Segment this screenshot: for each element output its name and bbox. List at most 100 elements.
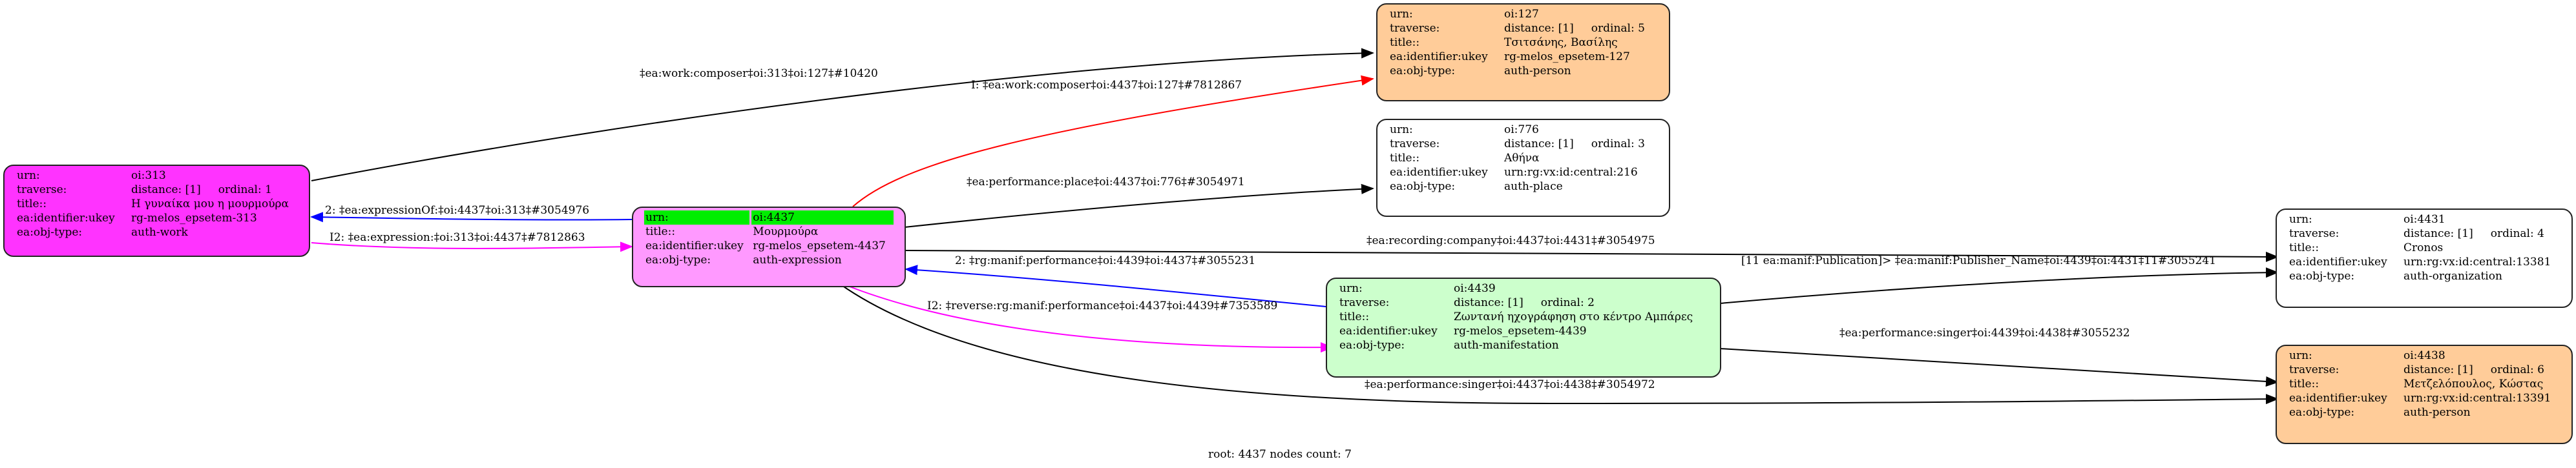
- node-value: Μετζελόπουλος, Κώστας: [2403, 378, 2544, 391]
- edge-label: I2: ‡ea:expression:‡oi:313‡oi:4437‡#7812…: [330, 231, 585, 244]
- node-value: Cronos: [2403, 241, 2444, 254]
- edge-label: ‡ea:performance:singer‡oi:4439‡oi:4438‡#…: [1839, 327, 2130, 340]
- node-key: ea:obj-type:: [1390, 65, 1456, 77]
- edge-label: I: ‡ea:work:composer‡oi:4437‡oi:127‡#781…: [971, 79, 1242, 92]
- node-oi-4438[interactable]: urn: oi:4438 traverse: distance: [1] ordin…: [2276, 345, 2573, 444]
- node-key: traverse:: [2289, 227, 2340, 240]
- node-value: rg-melos_epsetem-4437: [753, 239, 886, 252]
- node-oi-4437-root[interactable]: urn:oi:4437 title::Μουρμούρα ea:identifi…: [632, 207, 906, 287]
- node-value: rg-melos_epsetem-313: [131, 212, 257, 225]
- edge-313-to-4437[interactable]: [311, 241, 633, 252]
- node-value: oi:4439: [1454, 282, 1496, 295]
- node-key: ea:identifier:ukey: [17, 212, 115, 225]
- node-value: oi:127: [1504, 8, 1539, 21]
- node-value: Αθήνα: [1504, 152, 1540, 165]
- edge-label: [11 ea:manif:Publication]> ‡ea:manif:Pub…: [1741, 254, 2216, 267]
- node-oi-127[interactable]: urn: oi:127 traverse: distance: [1] ordina…: [1376, 3, 1670, 101]
- edge-4437-to-4439[interactable]: [839, 282, 1334, 353]
- node-key: ea:identifier:ukey: [1390, 166, 1488, 179]
- node-value: Ζωντανή ηχογράφηση στο κέντρο Αμπάρες: [1454, 310, 1693, 323]
- edge-label: 2: ‡rg:manif:performance‡oi:4439‡oi:4437…: [955, 254, 1256, 267]
- node-key: ea:obj-type:: [2289, 270, 2355, 283]
- node-key: urn:: [2289, 213, 2312, 226]
- node-key: ea:identifier:ukey: [2289, 392, 2387, 405]
- node-key: urn:: [644, 210, 750, 225]
- node-key: title::: [2289, 378, 2319, 391]
- node-value: urn:rg:vx:id:central:13381: [2403, 256, 2551, 269]
- edge-4437-to-4431[interactable]: [904, 250, 2279, 262]
- edge-label: I2: ‡reverse:rg:manif:performance‡oi:443…: [927, 300, 1278, 312]
- node-value: auth-manifestation: [1454, 339, 1559, 352]
- node-key: traverse:: [1390, 22, 1440, 35]
- node-oi-4431[interactable]: urn: oi:4431 traverse: distance: [1] ordin…: [2276, 209, 2573, 308]
- node-value: oi:4437: [751, 210, 894, 225]
- node-key: traverse:: [1339, 296, 1390, 309]
- edge-4439-to-4431[interactable]: [1719, 267, 2279, 304]
- node-value: oi:776: [1504, 123, 1539, 136]
- node-value: urn:rg:vx:id:central:216: [1504, 166, 1638, 179]
- node-value: distance: [1] ordinal: 4: [2403, 227, 2544, 240]
- node-value: oi:4431: [2403, 213, 2445, 226]
- node-value: auth-work: [131, 226, 188, 239]
- node-key: title::: [645, 225, 676, 238]
- node-value: auth-person: [2403, 406, 2471, 419]
- node-key: title::: [1390, 152, 1420, 165]
- node-oi-4439[interactable]: urn: oi:4439 traverse: distance: [1] ordin…: [1326, 278, 1721, 378]
- node-value: oi:313: [131, 169, 166, 182]
- node-value: distance: [1] ordinal: 5: [1504, 22, 1645, 35]
- node-key: ea:obj-type:: [2289, 406, 2355, 419]
- node-value: rg-melos_epsetem-4439: [1454, 325, 1587, 338]
- node-value: rg-melos_epsetem-127: [1504, 50, 1630, 63]
- node-key: title::: [1390, 36, 1420, 49]
- node-key: ea:obj-type:: [17, 226, 83, 239]
- node-key: ea:identifier:ukey: [1339, 325, 1438, 338]
- edge-label: ‡ea:performance:place‡oi:4437‡oi:776‡#30…: [967, 176, 1245, 188]
- node-key: urn:: [1339, 282, 1363, 295]
- node-value: auth-place: [1504, 180, 1563, 193]
- edge-4437-to-4438[interactable]: [839, 283, 2279, 405]
- graph-footer: root: 4437 nodes count: 7: [1208, 448, 1352, 461]
- node-key: urn:: [1390, 123, 1413, 136]
- node-oi-776[interactable]: urn: oi:776 traverse: distance: [1] ordina…: [1376, 119, 1670, 217]
- node-value: oi:4438: [2403, 349, 2445, 362]
- node-key: ea:identifier:ukey: [645, 239, 744, 252]
- node-value: Τσιτσάνης, Βασίλης: [1504, 36, 1618, 49]
- root-highlight-row: urn:oi:4437: [644, 210, 894, 225]
- node-value: urn:rg:vx:id:central:13391: [2403, 392, 2551, 405]
- node-value: distance: [1] ordinal: 3: [1504, 137, 1645, 150]
- node-value: distance: [1] ordinal: 1: [131, 183, 272, 196]
- edge-4439-to-4438[interactable]: [1719, 348, 2279, 387]
- edge-4437-to-776[interactable]: [904, 183, 1374, 228]
- node-value: Η γυναίκα μου η μουρμούρα: [131, 198, 289, 210]
- node-value: Μουρμούρα: [753, 225, 819, 238]
- node-key: ea:obj-type:: [1339, 339, 1405, 352]
- node-key: urn:: [1390, 8, 1413, 21]
- node-key: ea:identifier:ukey: [1390, 50, 1488, 63]
- edge-label: 2: ‡ea:expressionOf:‡oi:4437‡oi:313‡#305…: [325, 204, 590, 217]
- node-value: auth-expression: [753, 254, 842, 267]
- node-key: traverse:: [1390, 137, 1440, 150]
- node-key: urn:: [17, 169, 40, 182]
- node-key: title::: [1339, 310, 1370, 323]
- edge-label: ‡ea:performance:singer‡oi:4437‡oi:4438‡#…: [1365, 378, 1655, 391]
- edge-label: ‡ea:recording:company‡oi:4437‡oi:4431‡#3…: [1367, 234, 1655, 247]
- node-key: ea:obj-type:: [645, 254, 711, 267]
- node-key: traverse:: [2289, 363, 2340, 376]
- node-value: auth-person: [1504, 65, 1571, 77]
- node-key: title::: [2289, 241, 2319, 254]
- edge-4439-to-4437[interactable]: [905, 265, 1333, 308]
- edge-label: ‡ea:work:composer‡oi:313‡oi:127‡#10420: [640, 67, 878, 80]
- edge-313-to-127[interactable]: [311, 48, 1374, 181]
- node-oi-313[interactable]: urn: oi:313 traverse: distance: [1] ordina…: [3, 165, 310, 257]
- node-value: auth-organization: [2403, 270, 2502, 283]
- node-key: urn:: [2289, 349, 2312, 362]
- node-key: ea:identifier:ukey: [2289, 256, 2387, 269]
- node-key: title::: [17, 198, 47, 210]
- edge-4437-to-127-inverse[interactable]: [852, 75, 1374, 207]
- node-key: traverse:: [17, 183, 67, 196]
- edge-4437-to-313[interactable]: [310, 212, 633, 223]
- node-key: ea:obj-type:: [1390, 180, 1456, 193]
- node-value: distance: [1] ordinal: 6: [2403, 363, 2544, 376]
- node-value: distance: [1] ordinal: 2: [1454, 296, 1595, 309]
